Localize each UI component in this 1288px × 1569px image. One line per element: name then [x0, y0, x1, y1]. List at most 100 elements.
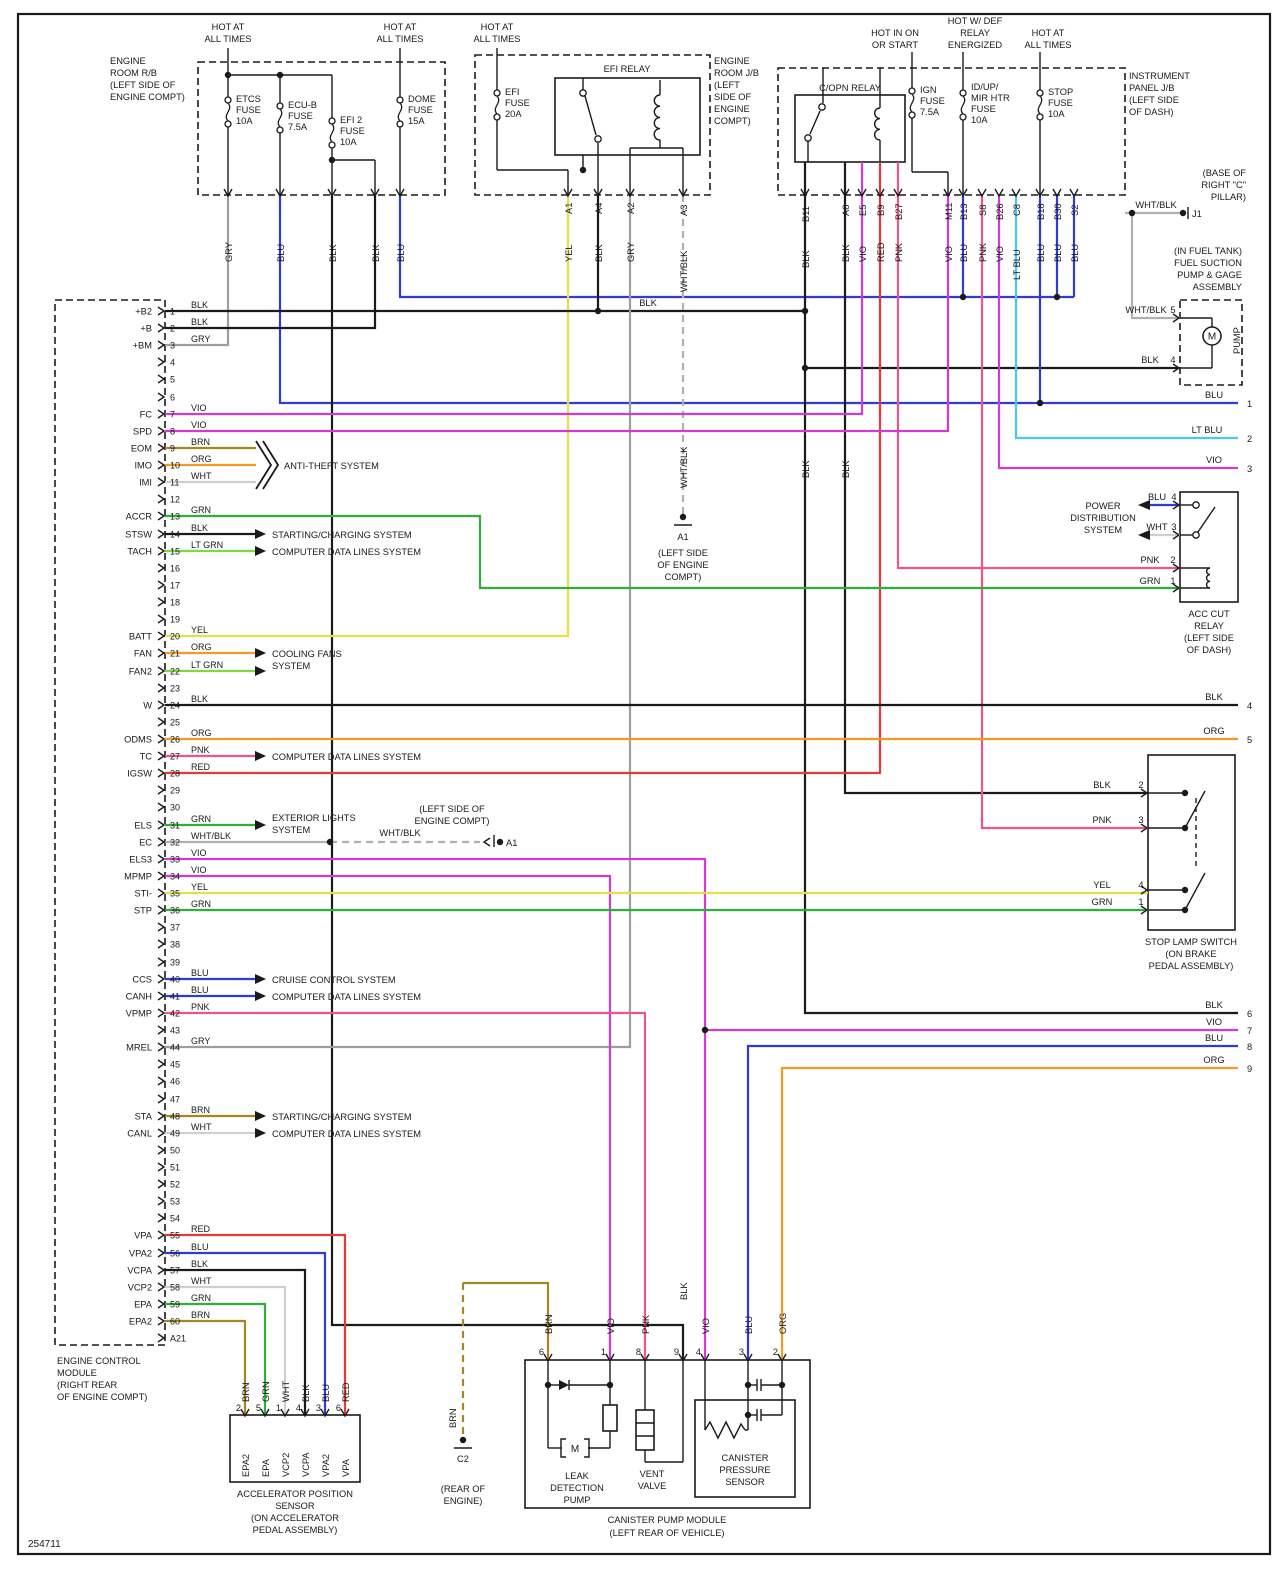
diagram-label: CANISTER PUMP MODULE — [608, 1515, 727, 1525]
diagram-label: EFI 2 — [340, 115, 362, 125]
diagram-label: VPA — [341, 1458, 351, 1477]
diagram-label: 4 — [1171, 492, 1176, 502]
wire-grn — [165, 1302, 267, 1415]
diagram-label: M — [571, 1444, 579, 1455]
ecm-pin-chevron-icon — [157, 991, 166, 1001]
connector-chevron-icon — [275, 188, 285, 198]
junction-dot — [1181, 824, 1189, 832]
ecm-pin-chevron-icon — [157, 374, 166, 384]
connector-chevron-icon — [395, 188, 405, 198]
ecm-pin-chevron-icon — [157, 1333, 166, 1343]
ecm-pin-chevron-icon — [157, 683, 166, 693]
diagram-label: SENSOR — [725, 1477, 765, 1487]
diagram-label: VALVE — [638, 1481, 667, 1491]
connector-chevron-icon — [370, 188, 380, 198]
ecm-pin-name: MPMP — [124, 872, 152, 882]
diagram-label: B27 — [894, 203, 904, 220]
ecm-pin-number: 15 — [170, 547, 180, 557]
connector-chevron-icon — [1035, 188, 1045, 198]
ecm-pin-number: 34 — [170, 872, 180, 882]
ecm-pin-chevron-icon — [157, 888, 166, 898]
diagram-label: FUSE — [408, 105, 433, 115]
connector-chevron-icon — [1172, 530, 1181, 540]
diagram-label: BLU — [276, 244, 286, 262]
ecm-pin-number: 17 — [170, 581, 180, 591]
diagram-label: MIR HTR — [971, 93, 1010, 103]
etcs-fuse-icon — [224, 96, 232, 104]
stop-fuse-icon — [1036, 89, 1044, 97]
diagram-label: VENT — [640, 1469, 665, 1479]
ecm-pin-chevron-icon — [157, 494, 166, 504]
diagram-label: 3 — [316, 1403, 321, 1413]
system-arrow-icon — [255, 529, 266, 539]
ecm-pin-wire-color: ORG — [191, 642, 212, 652]
diagram-label: (LEFT SIDE OF — [110, 80, 176, 90]
ecm-pin-name: BATT — [129, 632, 152, 642]
diagram-label: (RIGHT REAR — [57, 1380, 118, 1390]
canister-pressure-sensor-box — [694, 1399, 796, 1498]
connector-chevron-icon — [893, 188, 903, 198]
diagram-label: 2 — [1138, 780, 1143, 790]
connector-chevron-icon — [875, 188, 885, 198]
contact-circle-icon — [579, 89, 587, 97]
diagram-label: 5 — [1170, 305, 1175, 315]
diagram-label: BLU — [396, 244, 406, 262]
diagram-label: INSTRUMENT — [1129, 71, 1190, 81]
connector-chevron-icon — [640, 1353, 650, 1363]
ecm-pin-number: 40 — [170, 975, 180, 985]
ecu-b-fuse-icon — [276, 102, 284, 110]
diagram-label: 8 — [636, 1347, 641, 1357]
diagram-label: POWER — [1085, 501, 1120, 511]
diagram-label: COMPT) — [665, 572, 702, 582]
ecm-pin-chevron-icon — [157, 957, 166, 967]
ecm-pin-name: EPA2 — [129, 1317, 152, 1327]
diagram-label: B13 — [959, 203, 969, 220]
diagram-label: 10A — [340, 137, 357, 147]
ecm-pin-chevron-icon — [157, 631, 166, 641]
idup-mir-htr-fuse-icon — [959, 89, 967, 97]
wire-brn — [165, 1319, 247, 1415]
ecm-pin-number: 25 — [170, 718, 180, 728]
diagram-label: A3 — [679, 205, 689, 216]
junction-dot — [496, 838, 504, 846]
diagram-label: PNK — [978, 242, 988, 262]
diode-symbol — [559, 1380, 569, 1390]
ecm-pin-name: VPA2 — [129, 1249, 152, 1259]
contact-circle-icon — [1192, 531, 1200, 539]
ecm-pin-chevron-icon — [157, 580, 166, 590]
acc-cut-relay-box — [1179, 491, 1239, 603]
diagram-label: BLK — [328, 244, 338, 262]
ecm-pin-chevron-icon — [157, 837, 166, 847]
junction-dot — [579, 166, 587, 174]
diagram-label: COMPUTER DATA LINES SYSTEM — [272, 1129, 421, 1139]
ecm-pin-name: VCPA — [127, 1266, 152, 1276]
diagram-label: 10A — [1048, 109, 1065, 119]
wire-wht-blk — [1130, 213, 1180, 320]
ecm-pin-wire-color: YEL — [191, 882, 208, 892]
ecm-pin-name: STP — [134, 906, 152, 916]
motor-bracket-left — [560, 1438, 566, 1458]
ecm-pin-name: MREL — [126, 1043, 152, 1053]
ecm-pin-name: FAN2 — [129, 667, 152, 677]
circuit-line — [1184, 872, 1206, 911]
copn-relay-coil — [874, 107, 881, 141]
diagram-label: BLK — [1093, 780, 1111, 790]
diagram-label: BLK — [639, 298, 657, 308]
dome-fuse-icon — [396, 120, 404, 128]
connector-chevron-icon — [777, 1353, 787, 1363]
efi2-fuse-icon — [329, 123, 335, 143]
junction-dot — [594, 307, 602, 315]
diagram-label: RELAY — [960, 28, 990, 38]
ecm-pin-number: 3 — [170, 341, 175, 351]
ecm-pin-chevron-icon — [157, 905, 166, 915]
ecm-pin-wire-color: ORG — [191, 728, 212, 738]
system-arrow-icon — [255, 820, 266, 830]
diagram-label: 4 — [696, 1347, 701, 1357]
diagram-label: BLU — [1070, 244, 1080, 262]
connector-chevron-icon — [327, 188, 337, 198]
system-arrow-icon — [255, 751, 266, 761]
ecm-pin-chevron-icon — [157, 1230, 166, 1240]
diagram-label: PNK — [894, 242, 904, 262]
ecm-pin-name: TC — [140, 752, 153, 762]
page-border — [16, 12, 1272, 1556]
